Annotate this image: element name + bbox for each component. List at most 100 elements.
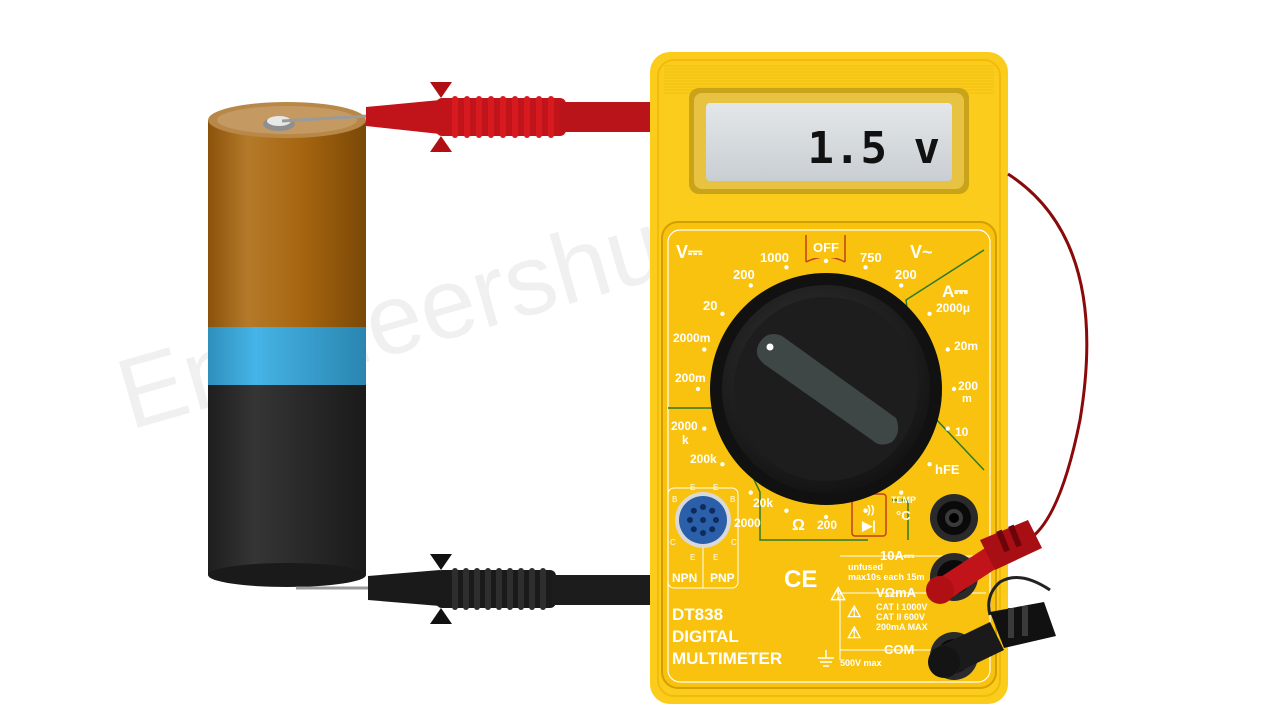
dial-dot [702, 426, 707, 431]
acv-symbol: V~ [910, 242, 933, 262]
continuity-icon: ·)) [864, 504, 875, 516]
dial-dot [951, 386, 957, 392]
probe-grip-rib [485, 568, 491, 610]
dial-dot [720, 462, 725, 467]
dial-label-hfe: hFE [935, 462, 960, 477]
title-line-1: DIGITAL [672, 627, 739, 646]
dial-label-20k: 20k [753, 496, 773, 510]
socket-pin-label: B [672, 495, 677, 504]
probe-grip-rib [518, 568, 524, 610]
warning-icon-2: ⚠ [847, 604, 861, 621]
jack-note-200ma: 200mA MAX [876, 622, 928, 632]
dial-dot [899, 283, 904, 288]
ground-icon [818, 650, 834, 667]
dial-dot [748, 283, 753, 288]
battery-blue-band [208, 327, 366, 385]
black-probe [296, 554, 656, 624]
probe-grip-rib [463, 568, 469, 610]
socket-hole [713, 517, 719, 523]
probe-grip-rib [476, 96, 482, 138]
jack-10a[interactable] [930, 494, 978, 542]
off-position-box [808, 236, 843, 258]
probe-grip-rib [496, 568, 502, 610]
dial-label-200m-b: m [962, 393, 972, 405]
dial-dot [720, 311, 725, 316]
dial-label-degc: °C [896, 508, 911, 523]
dial-label-1000: 1000 [760, 250, 789, 265]
socket-pin-label: C [670, 538, 676, 547]
socket-pin-label: C [731, 538, 737, 547]
jack-note-cat2: CAT II 600V [876, 612, 925, 622]
socket-hole [700, 517, 706, 523]
lcd-screen [706, 103, 952, 181]
jack-label-10a: 10A⎓ [880, 548, 915, 563]
knob-indicator-dot [766, 343, 774, 351]
dial-dot [945, 347, 950, 352]
dial-dot [702, 347, 707, 352]
socket-label-npn: NPN [672, 571, 697, 585]
probe-grip-rib [464, 96, 470, 138]
socket-pin-label: E [690, 553, 695, 562]
socket-pin-label: E [713, 483, 718, 492]
dial-dot [945, 426, 950, 431]
warning-icon-3: ⚠ [847, 625, 861, 642]
dial-label-20m: 20m [954, 339, 978, 353]
ce-mark: CE [784, 566, 817, 593]
dial-label-2000u: 2000μ [936, 301, 970, 315]
black-lead-wire [987, 576, 1051, 616]
socket-hole [700, 504, 706, 510]
dial-dot [823, 514, 829, 520]
dial-label-off: OFF [813, 240, 839, 255]
dial-dot [899, 490, 904, 495]
dial-label-200m-a: 200 [958, 379, 978, 393]
probe-grip-rib [529, 568, 535, 610]
dial-label-200-dcv: 200 [733, 267, 755, 282]
dial-dot [823, 258, 829, 264]
jack-note-cat1: CAT I 1000V [876, 602, 927, 612]
socket-hole [709, 507, 716, 514]
dca-symbol: A⎓ [942, 282, 968, 301]
probe-grip-rib [488, 96, 494, 138]
socket-hole [709, 526, 716, 533]
probe-grip-rib [548, 96, 554, 138]
jack-note-unfused: unfused [848, 562, 883, 572]
probe-grip-rib [540, 568, 546, 610]
jack-note-500v: 500V max [840, 658, 882, 668]
dial-label-2000k-b: k [682, 433, 689, 447]
dial-label-200m: 200m [675, 371, 706, 385]
probe-grip-rib [507, 568, 513, 610]
socket-pin-label: B [730, 495, 735, 504]
dcv-symbol: V⎓ [676, 242, 703, 262]
red-probe [281, 82, 655, 152]
rotary-selector-knob[interactable] [710, 273, 942, 505]
socket-label-pnp: PNP [710, 571, 735, 585]
dial-dot [927, 462, 932, 467]
probe-grip-rib [452, 96, 458, 138]
socket-hole [690, 526, 697, 533]
lcd-reading: 1.5 v [808, 123, 940, 174]
dial-dot [863, 265, 868, 270]
title-line-2: MULTIMETER [672, 649, 782, 668]
black-banana-plug [928, 602, 1056, 678]
battery-top-section [208, 120, 366, 327]
jack-label-vohma: VΩmA [876, 585, 917, 600]
dial-dot [748, 490, 753, 495]
ohm-symbol: Ω [792, 517, 805, 534]
model-number: DT838 [672, 605, 723, 624]
probe-grip-rib [474, 568, 480, 610]
dial-dot [863, 508, 868, 513]
dial-label-2000: 2000 [734, 516, 761, 530]
dial-dot [695, 386, 701, 392]
multimeter: 1.5 v V⎓ 1000 200 20 2000m 200m OFF 750 … [650, 52, 1008, 704]
warning-icon-1: ⚠ [830, 584, 846, 604]
dial-label-200k: 200k [690, 452, 717, 466]
jack-label-com: COM [884, 642, 914, 657]
dial-label-2000k-a: 2000 [671, 419, 698, 433]
probe-grip-rib [452, 568, 458, 610]
red-lead-wire [1007, 172, 1089, 542]
battery-bottom-section [208, 385, 366, 575]
dial-label-200-acv: 200 [895, 267, 917, 282]
